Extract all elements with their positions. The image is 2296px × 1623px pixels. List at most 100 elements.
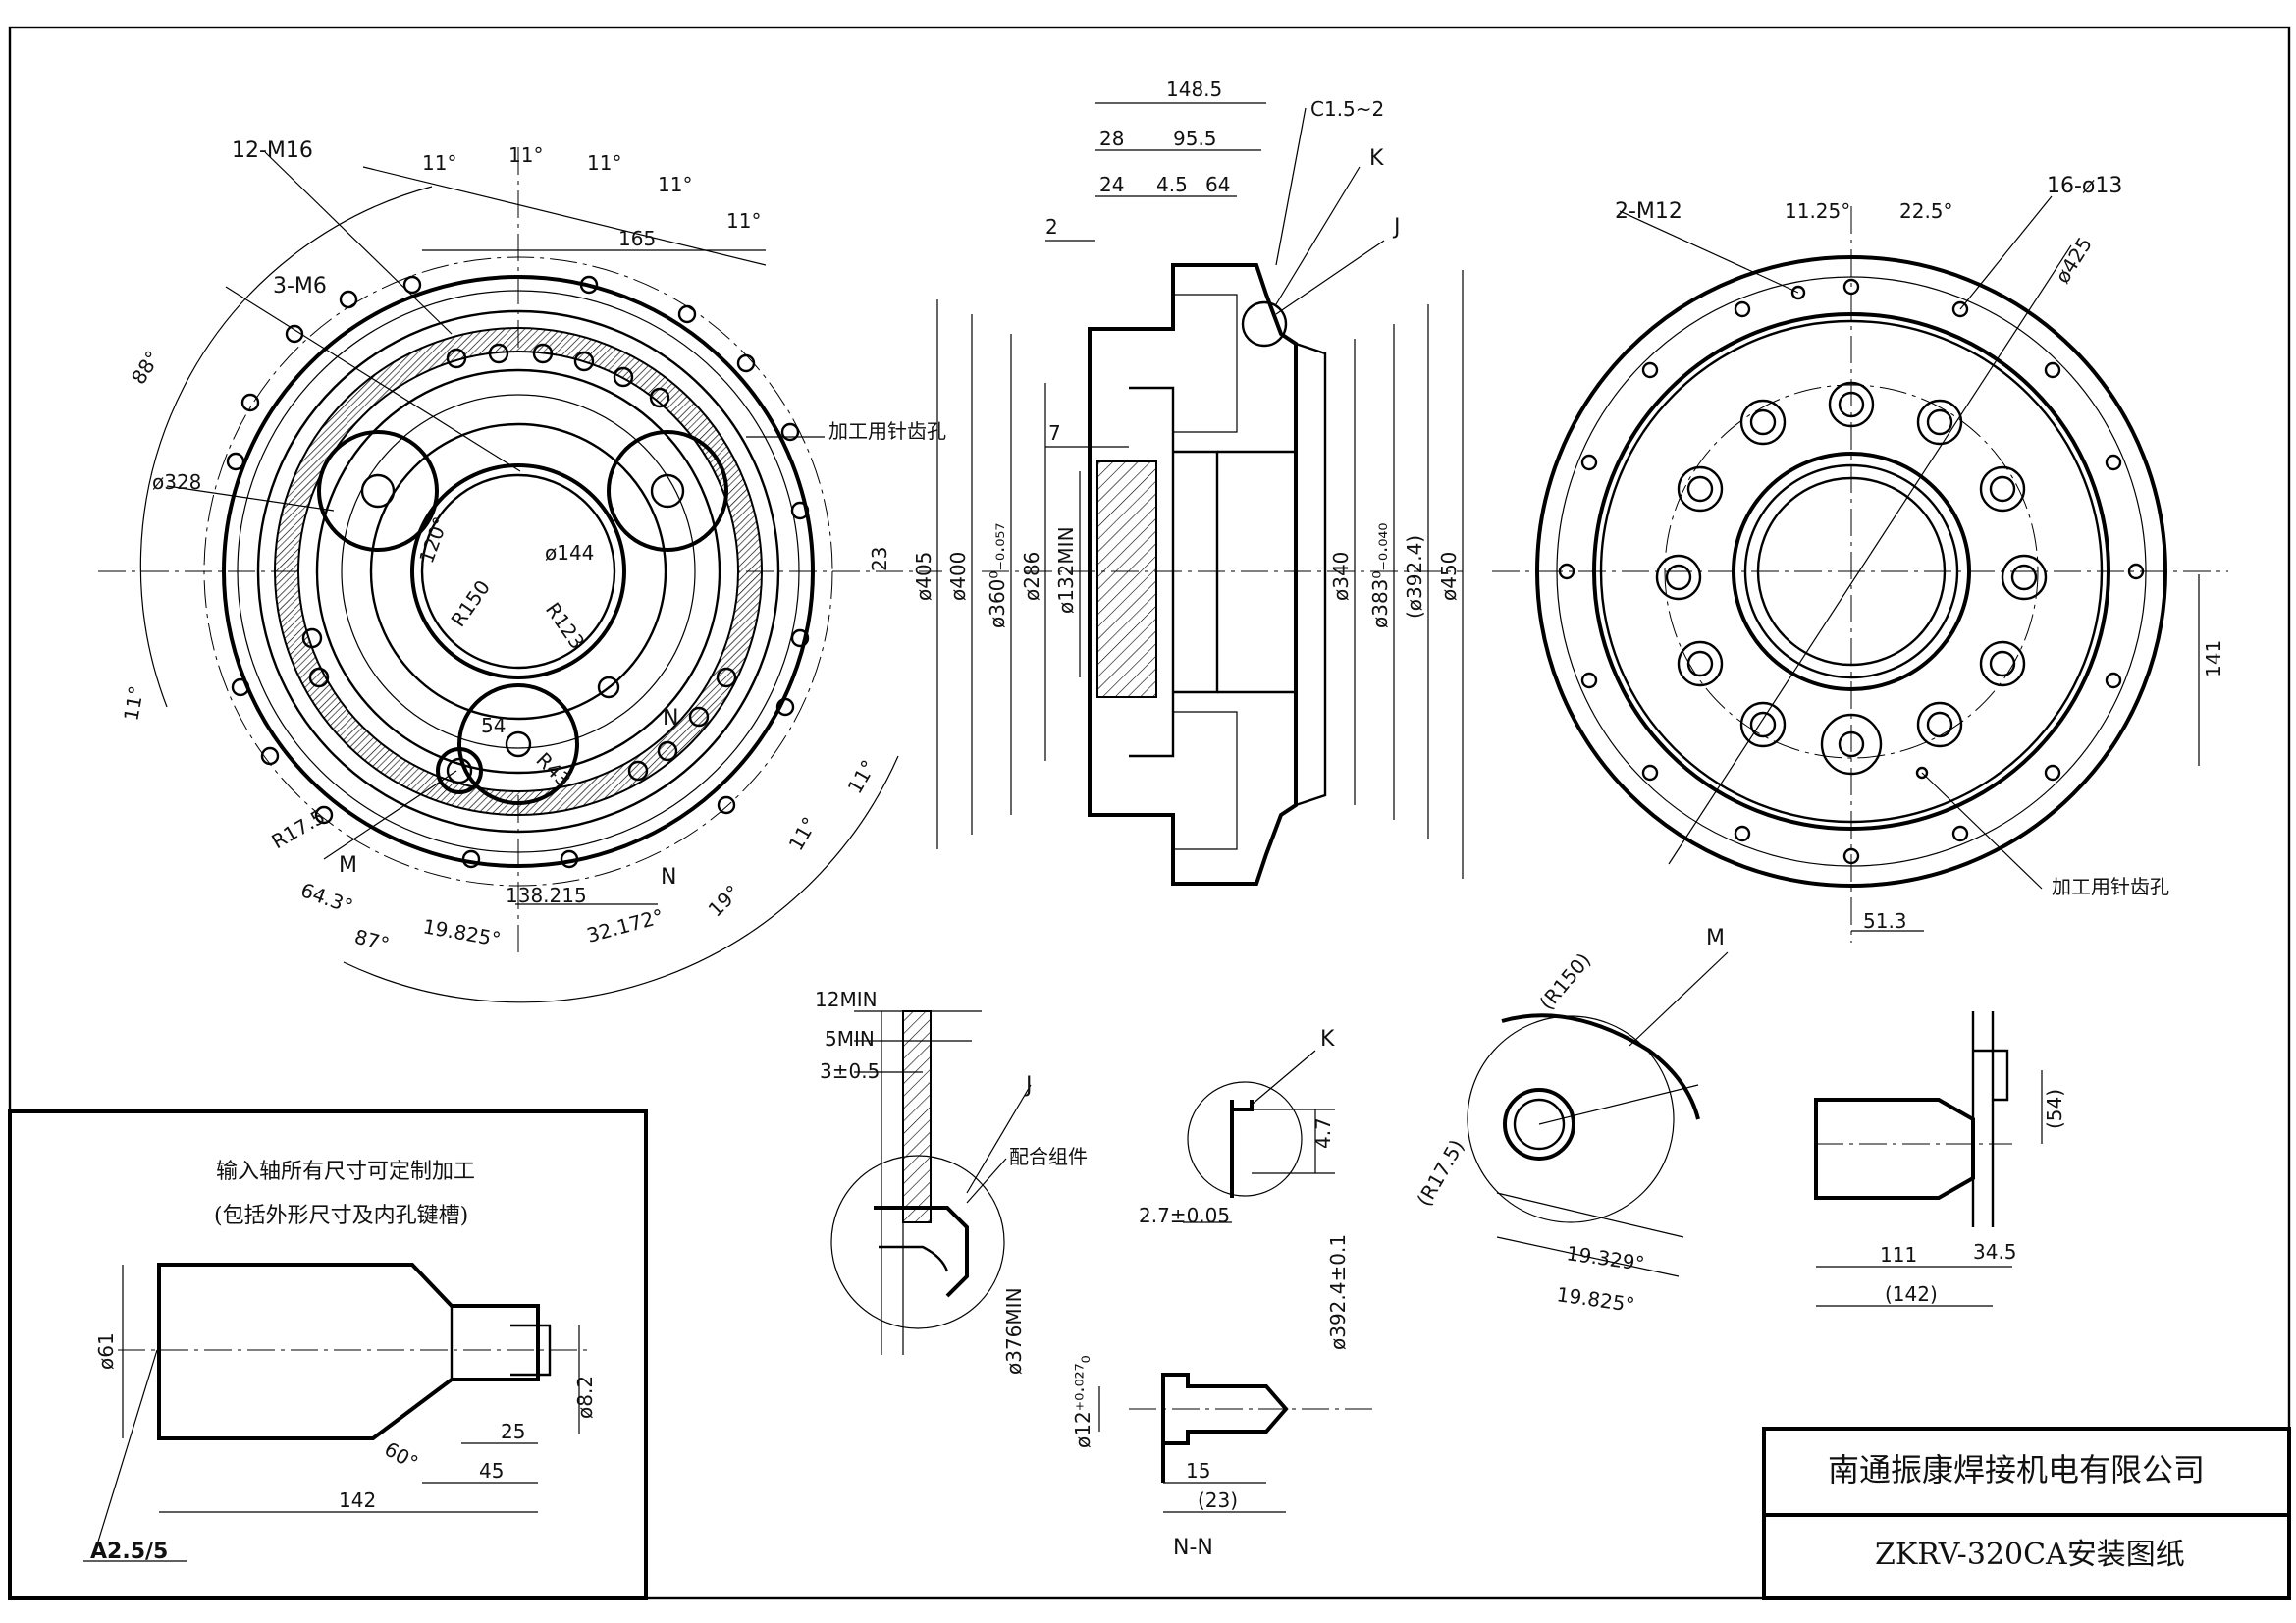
dim-165: 165 — [618, 227, 656, 250]
dim-141: 141 — [2202, 640, 2225, 677]
label-rear-pin-hole: 加工用针齿孔 — [2052, 875, 2169, 898]
dim-11-a: 11° — [784, 813, 823, 855]
sheet-border — [8, 26, 2291, 1600]
label-12-M16: 12-M16 — [232, 138, 313, 163]
dim-o286: ø286 — [1020, 552, 1043, 601]
dim-2-7: 2.7±0.05 — [1139, 1204, 1230, 1227]
dim-23: 23 — [868, 547, 891, 571]
note-line-1: 输入轴所有尺寸可定制加工 — [216, 1160, 475, 1184]
drawing-name: ZKRV-320CA安装图纸 — [1875, 1538, 2185, 1572]
dim-19-329: 19.329° — [1565, 1241, 1646, 1275]
dim-o392-4: (ø392.4) — [1403, 535, 1426, 619]
dim-o61: ø61 — [94, 1332, 118, 1370]
dim-23-ref: (23) — [1198, 1488, 1238, 1512]
label-M: M — [339, 853, 357, 878]
company-name: 南通振康焊接机电有限公司 — [1828, 1451, 2205, 1488]
dim-32-172: 32.172° — [584, 904, 666, 947]
dim-o132: ø132MIN — [1054, 526, 1078, 614]
label-N-top: N — [663, 706, 678, 730]
label-detail-J: J — [1024, 1073, 1033, 1098]
dim-11-c: 11° — [119, 684, 148, 723]
dim-angle-3: 11° — [587, 151, 621, 175]
dim-24: 24 — [1099, 173, 1124, 196]
dim-R150-ref: (R150) — [1534, 948, 1595, 1014]
dim-11-b: 11° — [843, 756, 881, 798]
detail-K — [1183, 1050, 1335, 1223]
detail-J-labels: 12MIN 5MIN 3±0.5 J 配合组件 ø376MIN — [815, 988, 1088, 1375]
dim-34-5: 34.5 — [1973, 1240, 2017, 1264]
dim-o376MIN: ø376MIN — [1002, 1287, 1026, 1375]
dim-R17-5: R17.5 — [268, 804, 330, 853]
dim-60deg: 60° — [381, 1437, 423, 1476]
side-view — [936, 102, 1464, 886]
dim-15: 15 — [1186, 1459, 1210, 1483]
label-K: K — [1369, 146, 1384, 171]
front-view — [98, 147, 942, 1003]
label-detail-M: M — [1706, 926, 1725, 950]
detail-K-labels: K 4.7 2.7±0.05 ø392.4±0.1 — [1139, 1027, 1350, 1350]
section-N-N — [1098, 1373, 1374, 1513]
dim-54-ref: (54) — [2043, 1089, 2066, 1129]
detail-J — [830, 1010, 1032, 1355]
dim-angle-4: 11° — [658, 173, 692, 196]
dim-angle-2: 11° — [508, 143, 543, 167]
dim-64: 64 — [1205, 173, 1230, 196]
dim-95-5: 95.5 — [1173, 127, 1217, 150]
detail-shaft-side-labels: (54) 111 34.5 (142) — [1880, 1089, 2066, 1306]
label-detail-K: K — [1320, 1027, 1335, 1052]
dim-19-825: 19.825° — [421, 914, 503, 951]
dim-2: 2 — [1045, 215, 1058, 239]
dim-142: 142 — [339, 1488, 376, 1512]
label-16-o13: 16-ø13 — [2047, 174, 2122, 198]
label-J: J — [1392, 215, 1401, 240]
dim-R17-5-ref: (R17.5) — [1413, 1135, 1469, 1210]
dim-o360: ø360⁰₋₀.₀₅₇ — [986, 523, 1009, 628]
dim-4-7: 4.7 — [1311, 1117, 1335, 1149]
dim-angle-88: 88° — [127, 347, 165, 389]
label-fit-assembly: 配合组件 — [1009, 1145, 1088, 1168]
dim-7: 7 — [1048, 421, 1061, 445]
label-3-M6: 3-M6 — [273, 274, 327, 298]
input-shaft-labels: ø61 25 ø8.2 60° 45 142 A2.5/5 — [90, 1332, 597, 1564]
dim-o12: ø12⁺⁰·⁰²⁷₀ — [1071, 1355, 1095, 1448]
dim-12MIN: 12MIN — [815, 988, 878, 1011]
dim-3-0-5: 3±0.5 — [820, 1059, 880, 1083]
dim-angle-1: 11° — [422, 151, 456, 175]
dim-C1-5-2: C1.5~2 — [1310, 97, 1384, 121]
note-line-2: (包括外形尺寸及内孔键槽) — [214, 1204, 468, 1228]
dim-5MIN: 5MIN — [825, 1027, 875, 1051]
side-view-labels: 148.5 C1.5~2 28 95.5 24 4.5 64 2 7 K J ø… — [912, 78, 1461, 628]
dim-11-25: 11.25° — [1785, 199, 1850, 223]
detail-M — [1467, 951, 1729, 1277]
input-shaft-panel: 输入轴所有尺寸可定制加工 (包括外形尺寸及内孔键槽) — [8, 1109, 648, 1600]
dim-o425: ø425 — [2051, 233, 2097, 287]
dim-54: 54 — [481, 714, 506, 737]
dim-o450: ø450 — [1437, 552, 1461, 601]
dim-19: 19° — [704, 880, 745, 921]
dim-22-5: 22.5° — [1899, 199, 1953, 223]
dim-o328: ø328 — [152, 470, 201, 494]
dim-19-825-M: 19.825° — [1555, 1282, 1636, 1317]
detail-M-labels: M (R150) (R17.5) 19.329° 19.825° — [1413, 926, 1725, 1317]
dim-111: 111 — [1880, 1243, 1917, 1267]
dim-o405: ø405 — [912, 552, 935, 601]
dim-25: 25 — [501, 1420, 525, 1443]
dim-28: 28 — [1099, 127, 1124, 150]
section-title-N-N: N-N — [1173, 1536, 1213, 1560]
title-block: 南通振康焊接机电有限公司 ZKRV-320CA安装图纸 — [1762, 1427, 2291, 1600]
dim-45: 45 — [479, 1459, 504, 1483]
dim-51-3: 51.3 — [1863, 909, 1907, 933]
dim-o144: ø144 — [545, 541, 594, 565]
dim-4-5: 4.5 — [1156, 173, 1188, 196]
section-N-N-labels: ø12⁺⁰·⁰²⁷₀ 15 (23) N-N — [1071, 1355, 1238, 1560]
dim-148-5: 148.5 — [1166, 78, 1222, 101]
dim-142-ref: (142) — [1885, 1282, 1938, 1306]
dim-angle-5: 11° — [726, 209, 761, 233]
dim-87: 87° — [352, 925, 392, 956]
label-pin-hole: 加工用针齿孔 — [828, 419, 946, 443]
dim-o392-4-tol: ø392.4±0.1 — [1326, 1234, 1350, 1350]
dim-138-215: 138.215 — [506, 884, 587, 907]
dim-o340: ø340 — [1329, 552, 1353, 601]
dim-o400: ø400 — [946, 552, 970, 601]
label-N-bottom: N — [661, 865, 676, 890]
